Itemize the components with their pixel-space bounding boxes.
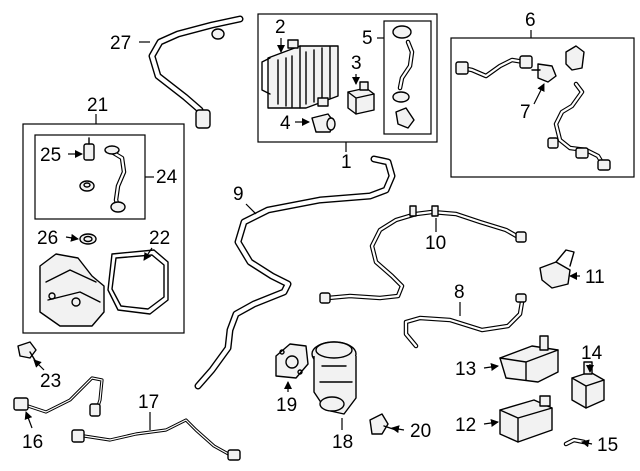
part-5-hose[interactable] [392, 25, 415, 129]
part-25-valve[interactable] [83, 137, 95, 161]
callout-10: 10 [425, 233, 446, 254]
part-9-tube[interactable] [194, 155, 396, 390]
part-4-connector[interactable] [311, 113, 336, 133]
callout-13: 13 [455, 359, 476, 380]
group-box-1 [257, 13, 438, 143]
part-11-sensor[interactable] [539, 249, 575, 289]
part-3-purge-valve[interactable] [347, 81, 375, 115]
part-8-hose[interactable] [403, 293, 527, 349]
part-2-canister[interactable] [261, 39, 339, 109]
leader-lines [24, 30, 594, 448]
callout-17: 17 [138, 392, 159, 413]
callout-numbers: 1 2 3 4 5 6 7 8 9 10 11 12 13 14 15 16 1… [22, 10, 618, 456]
part-19-gasket[interactable] [275, 343, 309, 379]
callout-24: 24 [156, 167, 178, 188]
part-15-elbow[interactable] [563, 437, 587, 447]
part-17-sensor-wire[interactable] [71, 418, 241, 461]
callout-20: 20 [410, 421, 431, 442]
part-22-gasket[interactable] [107, 249, 169, 315]
callout-16: 16 [22, 432, 43, 453]
callout-21: 21 [87, 95, 108, 116]
group-box-21 [22, 123, 185, 334]
callout-23: 23 [40, 371, 61, 392]
callout-6: 6 [525, 10, 536, 31]
part-18-egr-valve[interactable] [311, 341, 357, 415]
part-26-seal[interactable] [79, 233, 97, 245]
callout-3: 3 [351, 53, 362, 74]
callout-2: 2 [275, 17, 286, 38]
part-21-housing[interactable] [39, 253, 105, 327]
callout-9: 9 [233, 184, 244, 205]
callout-27: 27 [110, 33, 131, 54]
callout-4: 4 [280, 113, 291, 134]
group-box-5-inner [383, 20, 432, 135]
part-14-valve[interactable] [571, 361, 605, 409]
part-24-grommet[interactable] [79, 180, 95, 192]
callout-11: 11 [585, 267, 605, 288]
callout-8: 8 [454, 282, 465, 303]
callout-12: 12 [455, 415, 476, 436]
part-27-tube[interactable] [148, 15, 244, 129]
callout-14: 14 [581, 343, 603, 364]
callout-25: 25 [40, 145, 61, 166]
part-10-hose[interactable] [319, 205, 527, 304]
callout-5: 5 [362, 28, 373, 49]
part-6-hose-assembly[interactable] [455, 45, 611, 171]
callout-18: 18 [332, 432, 353, 453]
callout-26: 26 [37, 228, 58, 249]
group-box-6 [450, 37, 635, 178]
part-12-module[interactable] [499, 395, 553, 443]
part-20-bolt[interactable] [369, 413, 397, 435]
callout-22: 22 [149, 228, 170, 249]
callout-15: 15 [597, 435, 618, 456]
callout-7: 7 [520, 102, 531, 123]
callout-19: 19 [276, 395, 297, 416]
callout-1: 1 [341, 152, 352, 173]
part-7-connector[interactable] [531, 63, 557, 83]
part-23-bolt[interactable] [17, 341, 37, 363]
part-13-bracket[interactable] [499, 335, 559, 383]
part-24-hose[interactable] [104, 145, 127, 213]
part-16-sensor-wire[interactable] [13, 376, 104, 417]
